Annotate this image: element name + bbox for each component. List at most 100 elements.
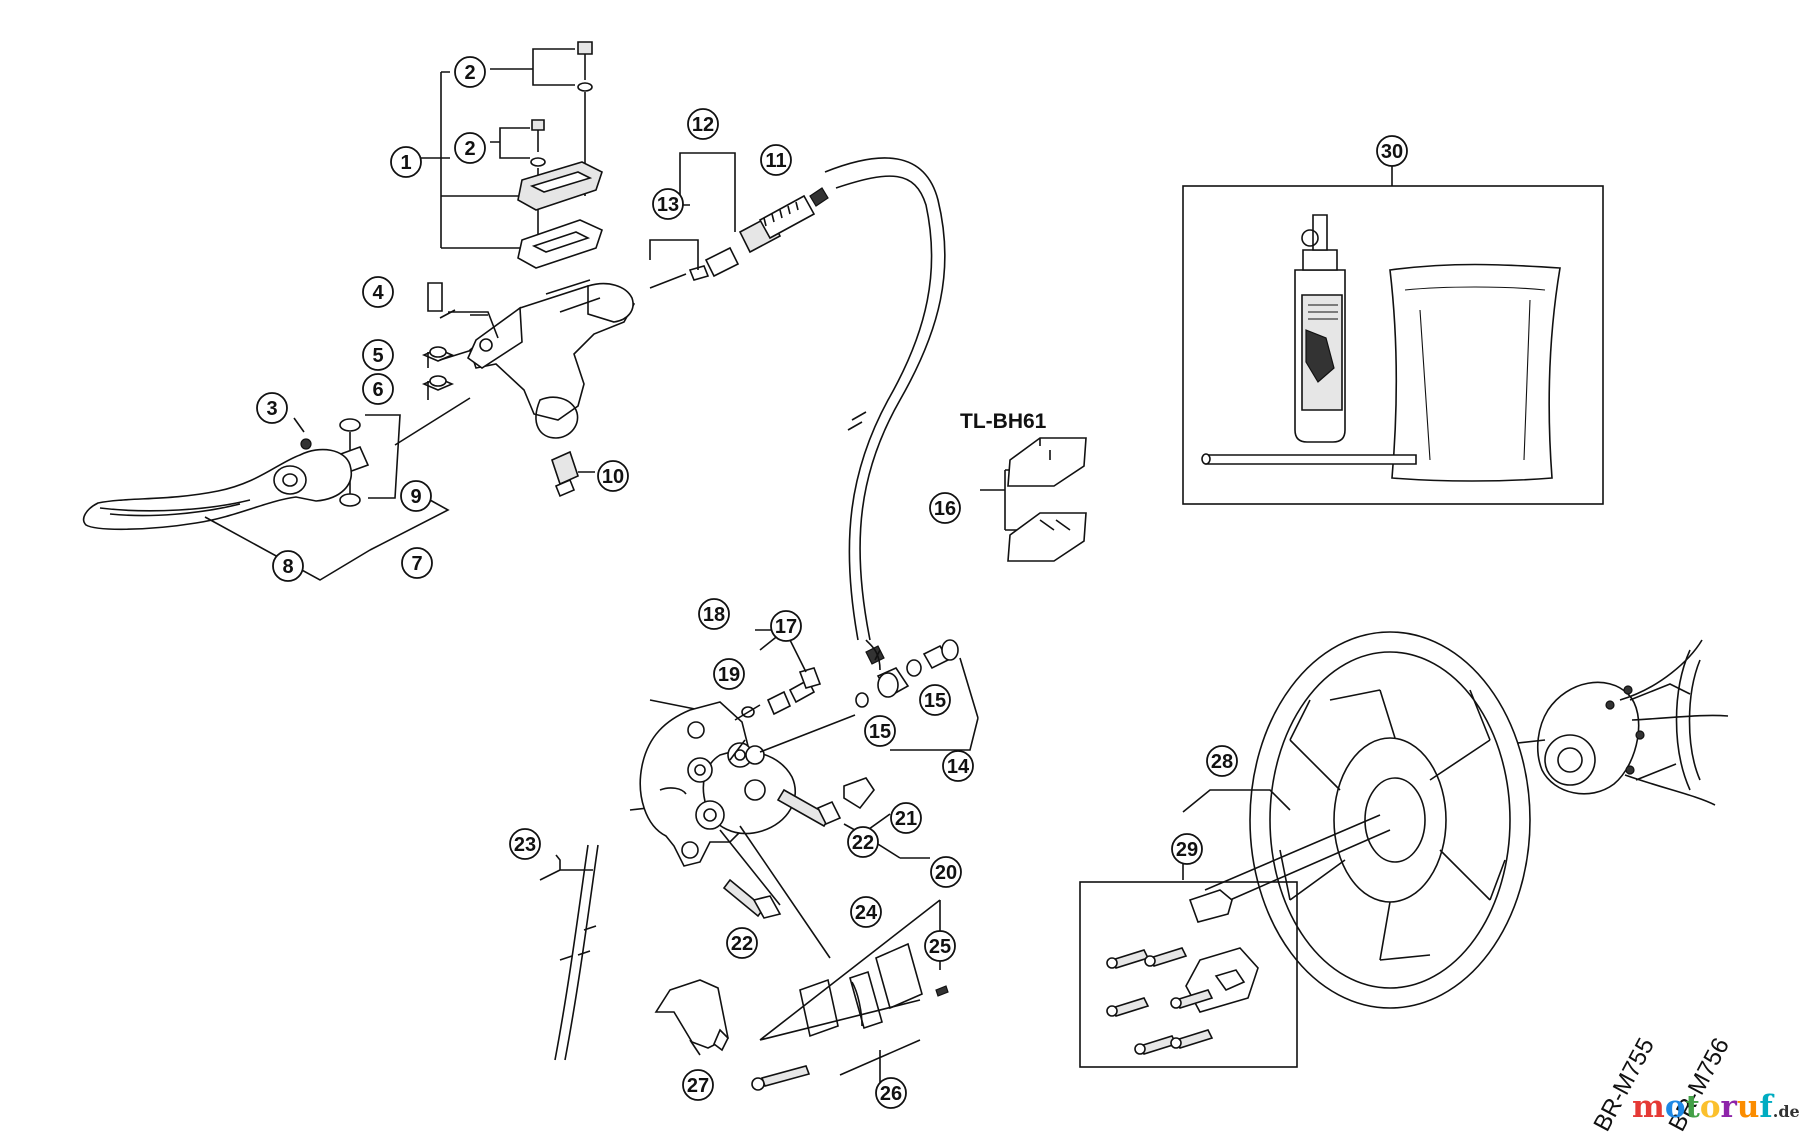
part-number: 10 bbox=[602, 466, 624, 488]
part-number: 15 bbox=[869, 721, 891, 743]
brake-lever-assembly bbox=[82, 41, 946, 641]
callout-circle bbox=[652, 188, 684, 220]
part-number: 22 bbox=[852, 832, 874, 854]
callout-circle bbox=[401, 547, 433, 579]
callout-circle bbox=[770, 610, 802, 642]
part-callouts: 1223456789101112131415151617181920212222… bbox=[256, 56, 1408, 1109]
part-callout-24: 24 bbox=[850, 896, 882, 928]
callout-circle bbox=[919, 684, 951, 716]
part-callout-12: 12 bbox=[687, 108, 719, 140]
part-number: 28 bbox=[1211, 751, 1233, 773]
callout-circle bbox=[930, 856, 962, 888]
tool-label: TL-BH61 bbox=[960, 410, 1047, 433]
part-number: 7 bbox=[411, 553, 422, 575]
callout-circle bbox=[698, 598, 730, 630]
callout-circle bbox=[942, 750, 974, 782]
part-number: 26 bbox=[880, 1083, 902, 1105]
callout-circle bbox=[924, 930, 956, 962]
part-number: 9 bbox=[410, 486, 421, 508]
mineral-oil-kit bbox=[1182, 164, 1604, 505]
callout-circle bbox=[850, 896, 882, 928]
part-callout-13: 13 bbox=[652, 188, 684, 220]
part-number: 12 bbox=[692, 114, 714, 136]
part-callout-7: 7 bbox=[401, 547, 433, 579]
part-callout-10: 10 bbox=[597, 460, 629, 492]
part-number: 25 bbox=[929, 936, 951, 958]
part-callout-14: 14 bbox=[942, 750, 974, 782]
watermark: motoruf.de bbox=[1632, 1089, 1800, 1125]
part-number: 14 bbox=[947, 756, 970, 778]
part-callout-8: 8 bbox=[272, 550, 304, 582]
part-number: 30 bbox=[1381, 141, 1403, 163]
part-number: 17 bbox=[775, 616, 797, 638]
part-number: 1 bbox=[400, 152, 411, 174]
part-number: 2 bbox=[464, 62, 475, 84]
rotor-assembly bbox=[1079, 631, 1729, 1068]
callout-circle bbox=[682, 1069, 714, 1101]
part-number: 8 bbox=[282, 556, 293, 578]
part-callout-26: 26 bbox=[875, 1077, 907, 1109]
part-number: 18 bbox=[703, 604, 725, 626]
part-callout-30: 30 bbox=[1376, 135, 1408, 167]
part-number: 6 bbox=[372, 379, 383, 401]
part-number: 22 bbox=[731, 933, 753, 955]
part-callout-19: 19 bbox=[713, 658, 745, 690]
callout-circle bbox=[713, 658, 745, 690]
callout-circle bbox=[256, 392, 288, 424]
part-number: 4 bbox=[372, 282, 384, 304]
part-callout-15: 15 bbox=[864, 715, 896, 747]
part-number: 16 bbox=[934, 498, 956, 520]
part-callout-22: 22 bbox=[726, 927, 758, 959]
callout-circle bbox=[687, 108, 719, 140]
callout-circle bbox=[1171, 833, 1203, 865]
callout-circle bbox=[726, 927, 758, 959]
callout-circle bbox=[362, 276, 394, 308]
part-number: 29 bbox=[1176, 839, 1198, 861]
callout-circle bbox=[890, 802, 922, 834]
part-callout-17: 17 bbox=[770, 610, 802, 642]
part-callout-29: 29 bbox=[1171, 833, 1203, 865]
callout-circle bbox=[390, 146, 422, 178]
callout-circle bbox=[454, 132, 486, 164]
part-callout-21: 21 bbox=[890, 802, 922, 834]
part-callout-25: 25 bbox=[924, 930, 956, 962]
part-callout-2: 2 bbox=[454, 56, 486, 88]
part-callout-20: 20 bbox=[930, 856, 962, 888]
part-number: 13 bbox=[657, 194, 679, 216]
callout-circle bbox=[509, 828, 541, 860]
callout-circle bbox=[362, 373, 394, 405]
part-callout-27: 27 bbox=[682, 1069, 714, 1101]
part-callout-6: 6 bbox=[362, 373, 394, 405]
part-callout-5: 5 bbox=[362, 339, 394, 371]
part-number: 20 bbox=[935, 862, 957, 884]
callout-circle bbox=[760, 144, 792, 176]
part-number: 27 bbox=[687, 1075, 709, 1097]
part-callout-4: 4 bbox=[362, 276, 394, 308]
callout-circle bbox=[875, 1077, 907, 1109]
callout-circle bbox=[929, 492, 961, 524]
part-callout-9: 9 bbox=[400, 480, 432, 512]
part-callout-1: 1 bbox=[390, 146, 422, 178]
callout-circle bbox=[400, 480, 432, 512]
part-number: 21 bbox=[895, 808, 917, 830]
part-number: 24 bbox=[855, 902, 878, 924]
callout-circle bbox=[847, 826, 879, 858]
callout-circle bbox=[597, 460, 629, 492]
part-callout-18: 18 bbox=[698, 598, 730, 630]
callout-circle bbox=[864, 715, 896, 747]
bleed-block-tool bbox=[980, 437, 1087, 562]
part-number: 2 bbox=[464, 138, 475, 160]
part-callout-28: 28 bbox=[1206, 745, 1238, 777]
part-callout-23: 23 bbox=[509, 828, 541, 860]
part-callout-3: 3 bbox=[256, 392, 288, 424]
part-callout-2: 2 bbox=[454, 132, 486, 164]
part-number: 5 bbox=[372, 345, 383, 367]
part-number: 15 bbox=[924, 690, 946, 712]
part-number: 3 bbox=[266, 398, 277, 420]
part-callout-11: 11 bbox=[760, 144, 792, 176]
part-callout-22: 22 bbox=[847, 826, 879, 858]
callout-circle bbox=[1206, 745, 1238, 777]
part-callout-15: 15 bbox=[919, 684, 951, 716]
callout-circle bbox=[454, 56, 486, 88]
